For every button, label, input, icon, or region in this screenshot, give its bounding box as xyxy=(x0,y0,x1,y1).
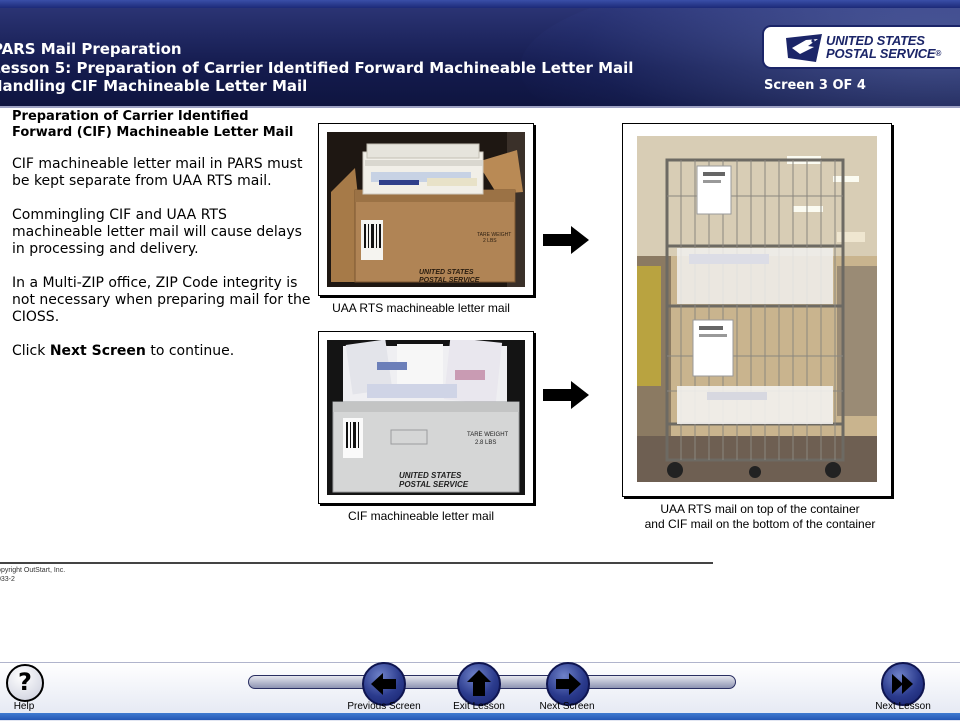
usps-logo-line1: UNITED STATES xyxy=(826,33,925,48)
up-arrow-icon xyxy=(467,670,491,696)
os-taskbar xyxy=(0,713,960,720)
content-title: Preparation of Carrier Identified Forwar… xyxy=(12,109,294,140)
box-tare-weight: TARE WEIGHT xyxy=(477,232,511,238)
content-paragraph-3: In a Multi-ZIP office, ZIP Code integrit… xyxy=(12,275,311,325)
content-paragraph-1: CIF machineable letter mail in PARS must… xyxy=(12,156,303,189)
uaa-rts-photo: UNITED STATES POSTAL SERVICE TARE WEIGHT… xyxy=(318,123,534,296)
topic-title: Handling CIF Machineable Letter Mail xyxy=(0,77,308,95)
copyright-line1: Copyright OutStart, Inc. xyxy=(0,567,66,574)
copyright-line2: 033-2 xyxy=(0,576,15,583)
help-button[interactable]: ? xyxy=(6,664,44,702)
instruction-next-screen: Next Screen xyxy=(49,343,146,359)
left-arrow-icon xyxy=(371,673,396,695)
exit-lesson-button[interactable] xyxy=(457,662,501,706)
course-title: PARS Mail Preparation xyxy=(0,40,182,58)
cif-photo-image: UNITED STATES POSTAL SERVICE TARE WEIGHT… xyxy=(327,340,525,495)
next-lesson-button[interactable] xyxy=(881,662,925,706)
content-paragraph-2: Commingling CIF and UAA RTS machineable … xyxy=(12,207,302,257)
tray-label-line1: UNITED STATES xyxy=(399,471,462,480)
header-separator xyxy=(0,106,960,108)
question-mark-icon: ? xyxy=(18,668,32,696)
usps-logo-line2-text: POSTAL SERVICE xyxy=(826,46,936,61)
container-caption-line2: and CIF mail on the bottom of the contai… xyxy=(644,517,876,531)
box-weight: 2 LBS xyxy=(483,238,497,244)
next-screen-label: Next Screen xyxy=(539,701,595,712)
help-label: Help xyxy=(13,701,35,712)
next-lesson-label: Next Lesson xyxy=(875,701,931,712)
usps-logo: UNITED STATES POSTAL SERVICE® xyxy=(762,25,960,69)
next-screen-button[interactable] xyxy=(546,662,590,706)
cif-caption: CIF machineable letter mail xyxy=(347,509,495,523)
right-arrow-icon xyxy=(543,226,589,254)
tray-weight: 2.8 LBS xyxy=(475,440,496,446)
tray-tare-weight: TARE WEIGHT xyxy=(467,432,509,438)
container-photo-image xyxy=(637,136,877,482)
instruction-suffix: to continue. xyxy=(145,343,235,359)
eagle-icon xyxy=(786,34,822,62)
uaa-rts-caption: UAA RTS machineable letter mail xyxy=(332,301,510,315)
uaa-rts-photo-image: UNITED STATES POSTAL SERVICE TARE WEIGHT… xyxy=(327,132,525,287)
box-label-line1: UNITED STATES xyxy=(419,269,474,276)
double-right-arrow-icon xyxy=(892,674,913,694)
box-label-line2: POSTAL SERVICE xyxy=(419,277,480,284)
lesson-content: Preparation of Carrier Identified Forwar… xyxy=(12,109,312,377)
window-top-strip xyxy=(0,0,960,8)
right-arrow-icon-2 xyxy=(543,381,589,409)
previous-screen-button[interactable] xyxy=(362,662,406,706)
instruction-prefix: Click xyxy=(12,343,50,359)
tray-label-line2: POSTAL SERVICE xyxy=(399,480,469,489)
registered-mark: ® xyxy=(935,49,942,58)
right-arrow-nav-icon xyxy=(556,673,581,695)
content-instruction: Click Next Screen to continue. xyxy=(12,343,312,360)
content-divider xyxy=(0,562,713,564)
cif-photo: UNITED STATES POSTAL SERVICE TARE WEIGHT… xyxy=(318,331,534,504)
screen-counter: Screen 3 OF 4 xyxy=(764,78,866,93)
lesson-title: Lesson 5: Preparation of Carrier Identif… xyxy=(0,59,634,77)
usps-logo-line2: POSTAL SERVICE® xyxy=(826,47,941,60)
container-photo xyxy=(622,123,892,497)
container-caption: UAA RTS mail on top of the container and… xyxy=(622,502,898,532)
copyright-notice: Copyright OutStart, Inc. 033-2 xyxy=(0,566,65,584)
container-caption-line1: UAA RTS mail on top of the container xyxy=(660,502,860,516)
exit-lesson-label: Exit Lesson xyxy=(453,701,505,712)
previous-screen-label: Previous Screen xyxy=(347,701,421,712)
